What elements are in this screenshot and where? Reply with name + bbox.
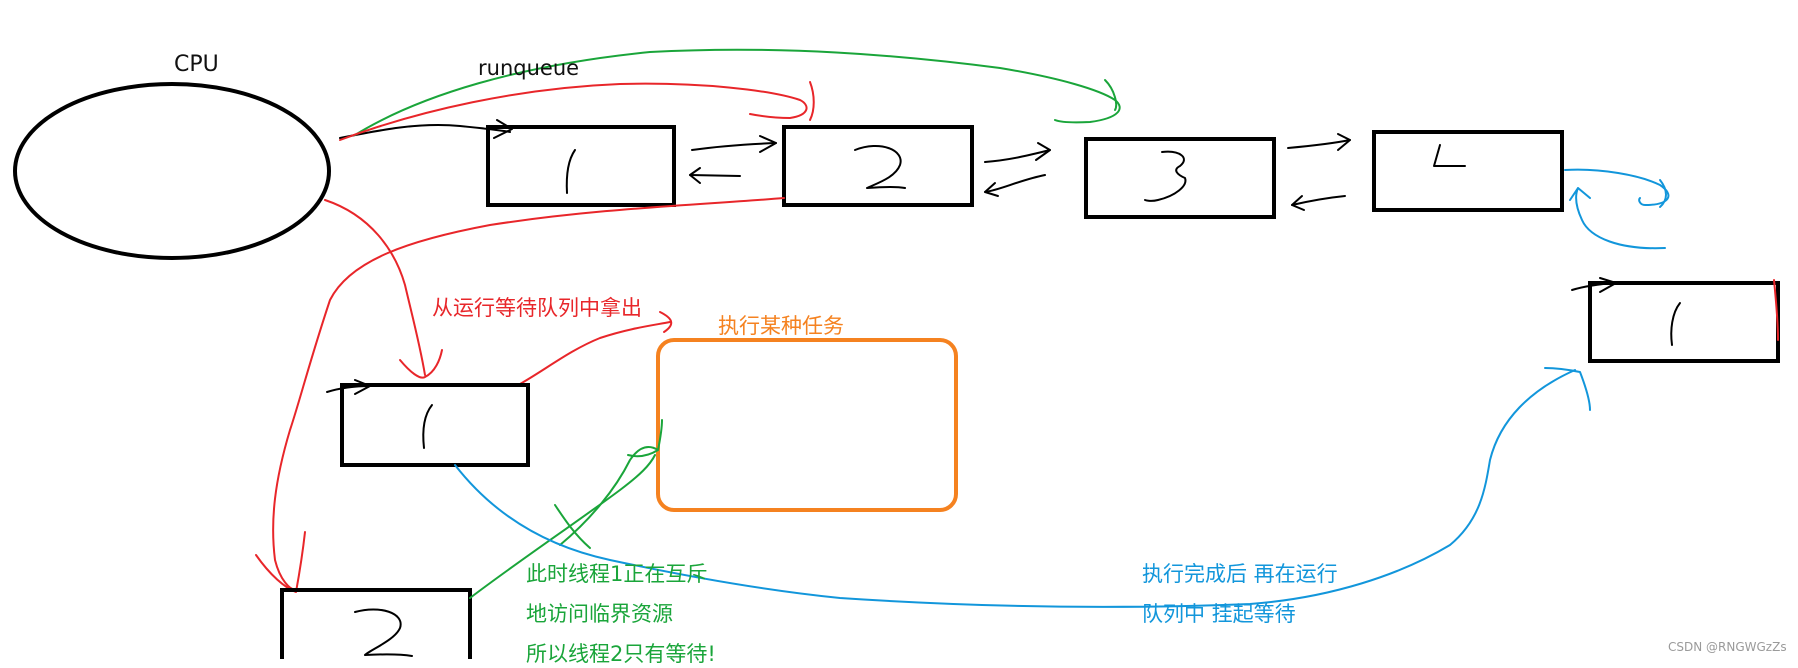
take-out-label: 从运行等待队列中拿出 bbox=[432, 296, 642, 320]
green-arrowhead-task bbox=[559, 419, 663, 546]
exec-task-label: 执行某种任务 bbox=[718, 314, 844, 338]
blue-note-line1: 执行完成后 再在运行 bbox=[1142, 562, 1338, 586]
blue-node1-to-requeue bbox=[454, 369, 1576, 608]
green-note-line2: 地访问临界资源 bbox=[526, 602, 673, 626]
green-arc-tip bbox=[1104, 79, 1118, 111]
red-arrowhead-lower2 bbox=[255, 531, 306, 593]
red-arrowhead-task bbox=[659, 311, 673, 333]
cpu-label: CPU bbox=[174, 52, 219, 77]
blue-note-line2: 队列中 挂起等待 bbox=[1142, 602, 1296, 626]
green-arc-top bbox=[354, 48, 1121, 136]
blue-return-arrow bbox=[1569, 187, 1666, 250]
queue-link-arrows bbox=[339, 119, 1351, 211]
red-cpu-to-node1 bbox=[324, 199, 426, 376]
watermark: CSDN @RNGWGzZs bbox=[1668, 640, 1787, 654]
red-arc-tip bbox=[809, 81, 815, 121]
runqueue-label: runqueue bbox=[478, 56, 580, 80]
red-node2-to-lower2 bbox=[272, 197, 785, 591]
runqueue-node-4 bbox=[1372, 130, 1564, 212]
red-arrowhead-node1 bbox=[399, 349, 443, 379]
waiting-node-2 bbox=[280, 588, 472, 659]
green-note-line3: 所以线程2只有等待! bbox=[526, 642, 716, 666]
red-arc-top bbox=[339, 82, 808, 141]
green-note-line1: 此时线程1正在互斥 bbox=[526, 562, 708, 586]
runqueue-node-1 bbox=[486, 125, 676, 207]
requeued-node-1 bbox=[1571, 277, 1780, 363]
blue-arrowhead-requeue bbox=[1544, 367, 1591, 411]
blue-loop-node4 bbox=[1564, 168, 1670, 206]
cpu-ellipse bbox=[13, 82, 331, 260]
blue-loop-tip bbox=[1659, 179, 1667, 208]
runqueue-node-2 bbox=[782, 125, 974, 207]
green-tick bbox=[554, 504, 591, 549]
task-box bbox=[656, 338, 958, 512]
red-node1-to-task bbox=[519, 321, 671, 385]
running-node-1 bbox=[326, 379, 530, 467]
runqueue-node-3 bbox=[1084, 137, 1276, 219]
